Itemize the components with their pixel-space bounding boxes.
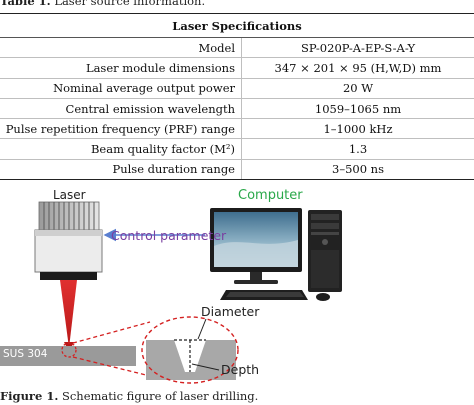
table-row: Pulse repetition frequency (PRF) range 1… <box>0 118 474 140</box>
table-header: Laser Specifications <box>0 13 474 38</box>
hole-cross-section <box>141 316 239 384</box>
table-row: Beam quality factor (M²) 1.3 <box>0 138 474 160</box>
figure-caption-label: Figure 1. <box>0 389 59 403</box>
laser-label: Laser <box>53 188 86 202</box>
row-label: Nominal average output power <box>0 78 242 99</box>
zoom-line-bottom <box>72 356 151 377</box>
row-value: 347 × 201 × 95 (H,W,D) mm <box>241 57 474 79</box>
row-value: SP-020P-A-EP-S-A-Y <box>241 37 474 59</box>
table-row: Central emission wavelength 1059–1065 nm <box>0 98 474 120</box>
row-label: Laser module dimensions <box>0 57 242 79</box>
drill-point-highlight <box>61 342 77 358</box>
row-label: Model <box>0 37 242 59</box>
table-row: Nominal average output power 20 W <box>0 78 474 99</box>
laser-base <box>40 272 97 280</box>
row-label: Pulse repetition frequency (PRF) range <box>0 118 242 140</box>
table-caption-text: Laser source information. <box>54 0 206 8</box>
depth-pointer <box>191 363 220 371</box>
table-row: Laser module dimensions 347 × 201 × 95 (… <box>0 57 474 79</box>
row-label: Beam quality factor (M²) <box>0 138 242 160</box>
computer-label: Computer <box>238 188 303 203</box>
laser-body <box>34 229 103 273</box>
laser-body-shade <box>35 230 102 236</box>
figure-caption-text: Schematic figure of laser drilling. <box>61 389 259 403</box>
table-caption: Table 1. Laser source information. <box>0 0 205 8</box>
row-value: 1.3 <box>241 138 474 160</box>
laser-heatsink <box>38 201 100 231</box>
control-parameter-label: Control parameter <box>111 228 227 243</box>
diameter-pointer <box>197 318 207 340</box>
diameter-label: Diameter <box>201 304 260 319</box>
row-value: 1–1000 kHz <box>241 118 474 140</box>
row-value: 1059–1065 nm <box>241 98 474 120</box>
row-value: 3–500 ns <box>241 159 474 181</box>
row-label: Central emission wavelength <box>0 98 242 120</box>
schematic-drawing <box>0 201 342 384</box>
table-row: Model SP-020P-A-EP-S-A-Y <box>0 37 474 59</box>
material-plate <box>0 346 136 366</box>
row-value: 20 W <box>241 78 474 99</box>
depth-label: Depth <box>221 362 260 377</box>
row-label: Pulse duration range <box>0 159 242 181</box>
figure-caption: Figure 1. Schematic figure of laser dril… <box>0 389 258 403</box>
table-header-row: Laser Specifications <box>0 13 474 38</box>
table-caption-label: Table 1. <box>0 0 51 8</box>
laser-drilling-schematic: Laser Computer Control parameter SUS 304… <box>0 180 474 388</box>
table-row: Pulse duration range 3–500 ns <box>0 159 474 181</box>
keyboard-keys <box>226 292 304 297</box>
material-label: SUS 304 <box>3 348 48 360</box>
laser-specifications-table: Laser Specifications Model SP-020P-A-EP-… <box>0 13 474 181</box>
computer-tower <box>308 210 342 292</box>
zoom-line-top <box>72 321 151 344</box>
laser-beam <box>60 280 77 348</box>
computer-mouse <box>316 293 330 301</box>
computer-monitor <box>210 208 302 284</box>
